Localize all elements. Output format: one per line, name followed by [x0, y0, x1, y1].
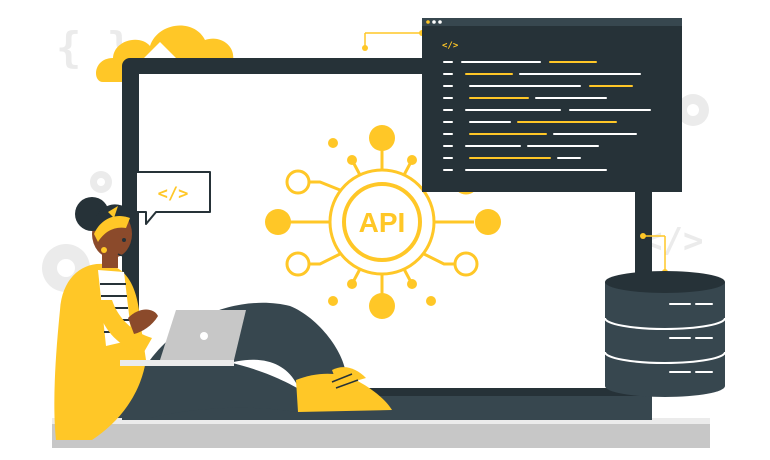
speech-bubble: </>	[135, 171, 211, 225]
code-tag-icon: </>	[442, 41, 459, 51]
window-dot-icon	[426, 20, 430, 24]
code-tag-icon: </>	[158, 184, 189, 204]
shoe	[296, 373, 392, 412]
gear-icon	[90, 171, 112, 193]
window-dot-icon	[438, 20, 442, 24]
code-lines	[443, 61, 651, 171]
background-decorations: { } </>	[42, 23, 709, 292]
api-hub-core	[342, 182, 422, 262]
database-stack-icon	[604, 271, 726, 397]
person-with-laptop	[54, 197, 392, 440]
window-dot-icon	[432, 20, 436, 24]
code-editor-window: </>	[362, 18, 682, 192]
api-label: API	[359, 207, 406, 238]
apple-logo-icon	[200, 332, 208, 340]
shoe	[332, 367, 366, 386]
small-laptop	[120, 310, 246, 366]
api-node-dots	[265, 125, 501, 319]
gear-icon	[677, 94, 709, 126]
laptop-base	[52, 418, 710, 448]
side-code-tag-icon: </>	[642, 221, 703, 261]
